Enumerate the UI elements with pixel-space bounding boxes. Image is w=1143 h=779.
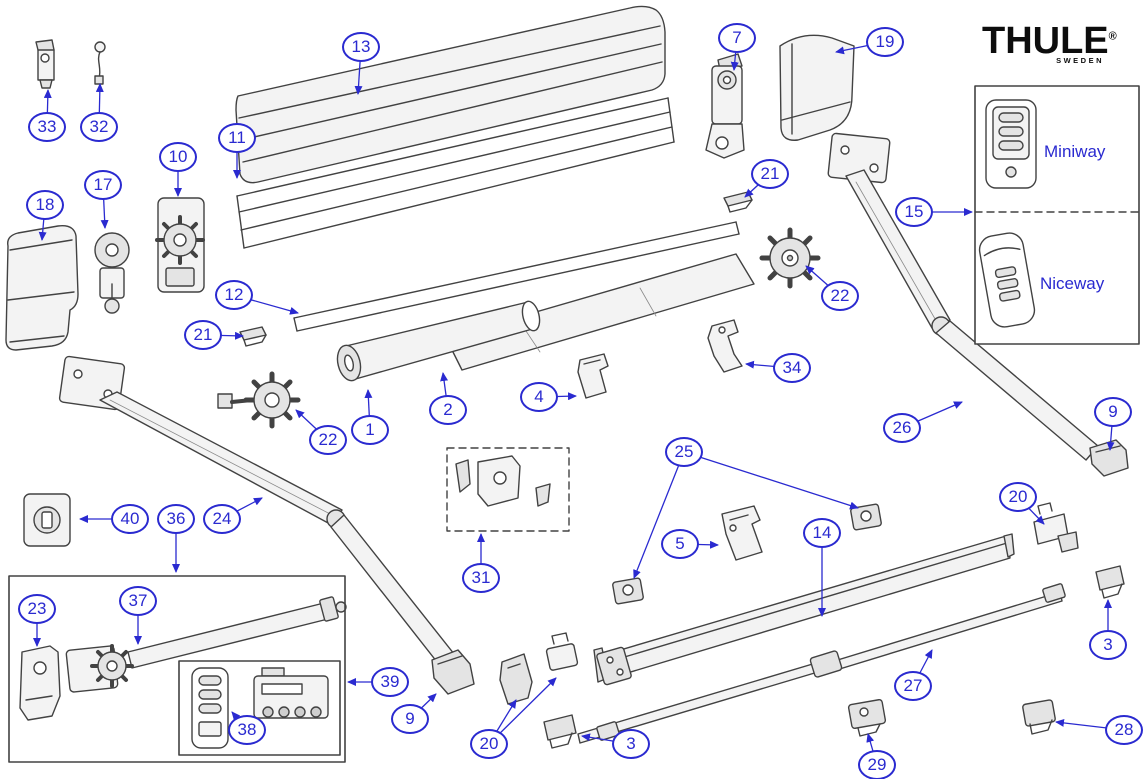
part-callout-28: 28 xyxy=(1105,715,1143,745)
part-9-foot-left xyxy=(431,649,475,695)
part-callout-32: 32 xyxy=(80,112,118,142)
brand-name-row: THULE® xyxy=(982,22,1124,60)
brand-logo: THULE® SWEDEN xyxy=(982,22,1124,65)
legend-label-niceway: Niceway xyxy=(1040,274,1105,293)
part-24-arm-left xyxy=(58,355,463,677)
part-40-crank-adapter xyxy=(23,493,71,547)
brand-name: THULE xyxy=(982,20,1109,62)
part-3-clip-right xyxy=(1095,565,1125,599)
part-4-bracket xyxy=(577,353,609,399)
part-3-clip-bottom xyxy=(543,714,577,749)
part-callout-10: 10 xyxy=(159,142,197,172)
remote-miniway xyxy=(985,99,1037,189)
part-callout-4: 4 xyxy=(520,382,558,412)
part-callout-13: 13 xyxy=(342,32,380,62)
part-31-box xyxy=(446,447,570,532)
part-2-fabric xyxy=(445,253,755,371)
part-callout-33: 33 xyxy=(28,112,66,142)
part-callout-9: 9 xyxy=(1094,397,1132,427)
part-13-cassette xyxy=(235,5,666,184)
part-callout-12: 12 xyxy=(215,280,253,310)
part-callout-27: 27 xyxy=(894,671,932,701)
part-callout-7: 7 xyxy=(718,23,756,53)
part-callout-22: 22 xyxy=(309,425,347,455)
part-29-clip xyxy=(847,699,887,737)
part-callout-18: 18 xyxy=(26,190,64,220)
part-32-cord xyxy=(94,41,106,85)
part-callout-40: 40 xyxy=(111,504,149,534)
part-22-gear-left xyxy=(217,371,301,429)
part-20-bracket-bottom-a xyxy=(499,653,533,705)
part-23-end-bracket xyxy=(19,645,61,721)
part-callout-17: 17 xyxy=(84,170,122,200)
part-28-clip xyxy=(1022,699,1056,735)
part-callout-3: 3 xyxy=(1089,630,1127,660)
part-callout-11: 11 xyxy=(218,123,256,153)
part-19-arm-cover xyxy=(779,34,855,141)
legend-label-miniway: Miniway xyxy=(1044,142,1106,161)
part-10-gear-motor xyxy=(155,197,205,293)
part-34-clamp xyxy=(707,319,743,373)
part-callout-37: 37 xyxy=(119,586,157,616)
part-37-motor-tube xyxy=(65,596,347,693)
part-callout-2: 2 xyxy=(429,395,467,425)
part-38-remote xyxy=(191,667,229,749)
part-27-tension-rafter xyxy=(577,583,1066,744)
part-callout-14: 14 xyxy=(803,518,841,548)
part-31-fitting-kit xyxy=(455,455,551,507)
part-callout-36: 36 xyxy=(157,504,195,534)
part-callout-9: 9 xyxy=(391,704,429,734)
part-callout-1: 1 xyxy=(351,415,389,445)
part-callout-26: 26 xyxy=(883,413,921,443)
part-callout-31: 31 xyxy=(462,563,500,593)
kit-box xyxy=(8,575,346,763)
part-callout-20: 20 xyxy=(470,729,508,759)
leader-lines xyxy=(33,37,1125,766)
part-callout-34: 34 xyxy=(773,353,811,383)
part-callout-25: 25 xyxy=(665,437,703,467)
part-20-bracket-right xyxy=(1033,502,1079,553)
part-22-gear-right xyxy=(759,227,821,289)
part-callout-5: 5 xyxy=(661,529,699,559)
part-callout-15: 15 xyxy=(895,197,933,227)
remote-niceway xyxy=(978,232,1036,328)
part-callout-38: 38 xyxy=(228,715,266,745)
part-17-motor xyxy=(94,232,130,314)
brand-country: SWEDEN xyxy=(1056,56,1104,65)
part-callout-21: 21 xyxy=(184,320,222,350)
brand-registered-mark: ® xyxy=(1108,30,1117,43)
part-25-slider-front xyxy=(612,577,644,605)
part-callout-24: 24 xyxy=(203,504,241,534)
part-12-lead-rail xyxy=(293,221,740,332)
part-callout-39: 39 xyxy=(371,667,409,697)
part-11-profile xyxy=(236,97,675,249)
part-callout-23: 23 xyxy=(18,594,56,624)
part-14-mounting-rail xyxy=(593,533,1015,683)
part-callout-21: 21 xyxy=(751,159,789,189)
part-18-end-cover xyxy=(5,225,79,351)
part-callout-22: 22 xyxy=(821,281,859,311)
part-rail-end-bracket xyxy=(596,646,632,686)
part-21-cover-plate-left xyxy=(239,326,267,347)
part-1-roller-tube xyxy=(336,300,541,382)
part-5-bracket xyxy=(721,505,763,561)
part-25-slider-rear xyxy=(850,503,882,531)
part-callout-29: 29 xyxy=(858,750,896,779)
part-26-arm-right xyxy=(827,132,1099,461)
part-33-support xyxy=(35,39,55,89)
part-7-arm-bracket xyxy=(705,53,745,159)
part-20-bracket-bottom-b xyxy=(545,632,579,671)
part-callout-3: 3 xyxy=(612,729,650,759)
part-38-control-unit xyxy=(253,667,329,719)
part-callout-19: 19 xyxy=(866,27,904,57)
part-callout-20: 20 xyxy=(999,482,1037,512)
